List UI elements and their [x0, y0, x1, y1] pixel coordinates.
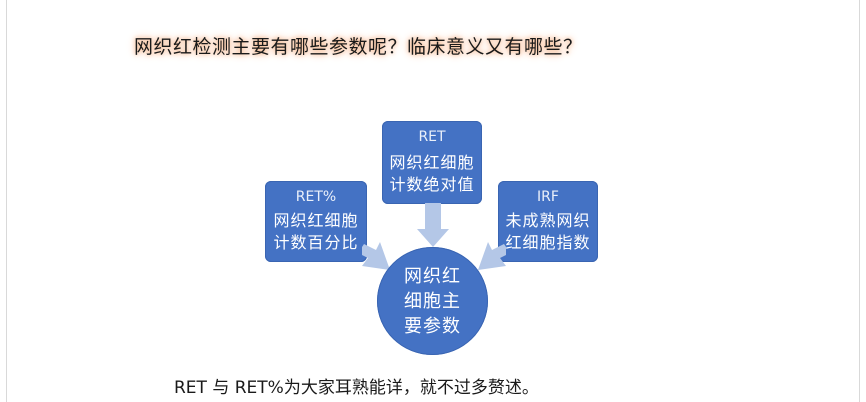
ret-percent-box-title: RET% — [295, 189, 337, 205]
page-heading: 网织红检测主要有哪些参数呢？临床意义又有哪些？ — [134, 36, 583, 58]
main-parameters-circle: 网织红细胞主要参数 — [377, 247, 488, 355]
ret-percent-box-text: 网织红细胞计数百分比 — [273, 211, 359, 252]
ret-box-text: 网织红细胞计数绝对值 — [389, 153, 475, 194]
page-right-edge — [859, 0, 860, 402]
right-down-arrow-icon — [362, 236, 392, 274]
down-arrow-icon — [417, 203, 449, 247]
main-parameters-text: 网织红细胞主要参数 — [404, 265, 461, 337]
irf-box: IRF 未成熟网织红细胞指数 — [498, 181, 598, 262]
ret-box-title: RET — [418, 129, 446, 145]
ret-percent-box: RET% 网织红细胞计数百分比 — [265, 181, 367, 262]
body-paragraph: RET 与 RET%为大家耳熟能详，就不过多赘述。 — [174, 378, 539, 398]
irf-box-text: 未成熟网织红细胞指数 — [505, 211, 591, 252]
page-left-edge — [6, 0, 7, 402]
left-down-arrow-icon — [476, 236, 506, 274]
irf-box-title: IRF — [537, 189, 559, 205]
ret-box: RET 网织红细胞计数绝对值 — [382, 121, 482, 204]
